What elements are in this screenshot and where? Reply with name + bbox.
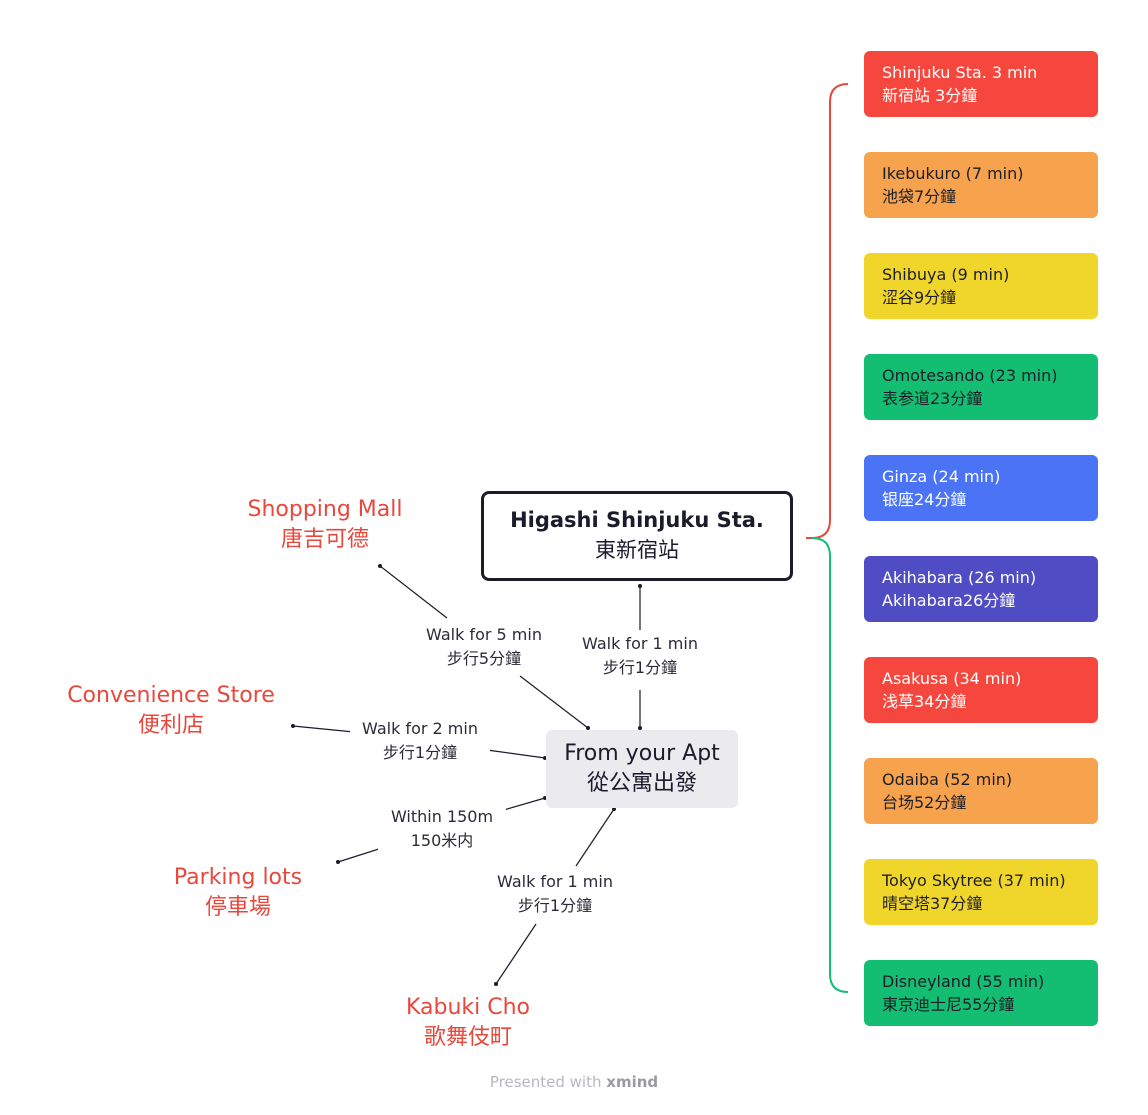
station-card-ginza[interactable]: Ginza (24 min) 银座24分鐘 [864, 455, 1098, 521]
link-origin-to-mall-lower [519, 675, 590, 730]
station-name-zh: 池袋7分鐘 [882, 187, 957, 206]
destination-label: Shopping Mall [247, 497, 403, 522]
link-origin-to-parking-left [336, 847, 383, 864]
station-name-zh: 表参道23分鐘 [882, 389, 983, 408]
edge-label-subtext: 步行5分鐘 [446, 649, 522, 668]
destination-label: Parking lots [173, 865, 303, 890]
edge-label-to-mall: Walk for 5 min 步行5分鐘 [412, 623, 556, 671]
station-card-akihabara[interactable]: Akihabara (26 min) Akihabara26分鐘 [864, 556, 1098, 622]
station-name: Shinjuku Sta. 3 min [882, 63, 1038, 82]
destination-label: Kabuki Cho [405, 995, 531, 1020]
station-name: Ginza (24 min) [882, 467, 1001, 486]
station-name: Shibuya (9 min) [882, 265, 1010, 284]
station-name-zh: 新宿站 3分鐘 [882, 86, 978, 105]
bracket-lower [811, 537, 849, 993]
destination-kabuki-cho[interactable]: Kabuki Cho 歌舞伎町 [392, 993, 544, 1053]
edge-label-text: Within 150m [390, 807, 494, 826]
link-origin-to-kabuki-lower [494, 923, 537, 986]
bracket-upper [806, 83, 849, 539]
footer-brand: xmind [606, 1073, 659, 1091]
link-origin-to-store-right [486, 749, 547, 760]
station-name: Disneyland (55 min) [882, 972, 1045, 991]
link-origin-to-store-left [291, 724, 355, 733]
origin-subtitle: 從公寓出發 [586, 771, 697, 796]
edge-label-to-kabuki: Walk for 1 min 步行1分鐘 [486, 870, 624, 918]
link-origin-to-kabuki-upper [575, 807, 616, 867]
station-name: Tokyo Skytree (37 min) [882, 871, 1066, 890]
origin-topic-apartment[interactable]: From your Apt 從公寓出發 [546, 730, 738, 808]
edge-label-to-station: Walk for 1 min 步行1分鐘 [572, 632, 708, 680]
station-name-zh: 浅草34分鐘 [882, 692, 967, 711]
origin-title: From your Apt [564, 741, 720, 766]
station-name: Akihabara (26 min) [882, 568, 1037, 587]
station-card-shibuya[interactable]: Shibuya (9 min) 涩谷9分鐘 [864, 253, 1098, 319]
station-name: Ikebukuro (7 min) [882, 164, 1024, 183]
destination-parking-lots[interactable]: Parking lots 停車場 [160, 863, 316, 923]
edge-label-subtext: 步行1分鐘 [382, 743, 458, 762]
station-name-zh: 银座24分鐘 [882, 490, 967, 509]
central-topic-title: Higashi Shinjuku Sta. [510, 508, 764, 532]
footer-prefix: Presented with [489, 1073, 602, 1091]
station-name: Odaiba (52 min) [882, 770, 1013, 789]
link-origin-to-mall-upper [378, 564, 448, 619]
central-topic-subtitle: 東新宿站 [595, 538, 679, 562]
station-card-odaiba[interactable]: Odaiba (52 min) 台场52分鐘 [864, 758, 1098, 824]
station-name-zh: 涩谷9分鐘 [882, 288, 957, 307]
central-topic-higashi-shinjuku[interactable]: Higashi Shinjuku Sta. 東新宿站 [481, 491, 793, 581]
edge-label-text: Walk for 2 min [362, 719, 478, 738]
station-card-ikebukuro[interactable]: Ikebukuro (7 min) 池袋7分鐘 [864, 152, 1098, 218]
station-card-shinjuku[interactable]: Shinjuku Sta. 3 min 新宿站 3分鐘 [864, 51, 1098, 117]
station-card-disneyland[interactable]: Disneyland (55 min) 東京迪士尼55分鐘 [864, 960, 1098, 1026]
destination-sublabel: 歌舞伎町 [423, 1025, 512, 1050]
edge-label-subtext: 步行1分鐘 [602, 658, 678, 677]
edge-label-subtext: 步行1分鐘 [517, 896, 593, 915]
destination-sublabel: 便利店 [137, 713, 204, 738]
station-card-asakusa[interactable]: Asakusa (34 min) 浅草34分鐘 [864, 657, 1098, 723]
station-name-zh: 東京迪士尼55分鐘 [882, 995, 1015, 1014]
destination-sublabel: 唐吉可德 [280, 527, 369, 552]
station-name-zh: 晴空塔37分鐘 [882, 894, 983, 913]
edge-label-text: Walk for 5 min [426, 625, 542, 644]
station-name: Asakusa (34 min) [882, 669, 1022, 688]
edge-label-to-store: Walk for 2 min 步行1分鐘 [350, 717, 490, 765]
edge-label-text: Walk for 1 min [582, 634, 698, 653]
station-card-tokyo-skytree[interactable]: Tokyo Skytree (37 min) 晴空塔37分鐘 [864, 859, 1098, 925]
destination-shopping-mall[interactable]: Shopping Mall 唐吉可德 [232, 495, 418, 555]
destination-sublabel: 停車場 [204, 895, 271, 920]
footer-credit: Presented with xmind [0, 1073, 1148, 1091]
station-name: Omotesando (23 min) [882, 366, 1058, 385]
destination-convenience-store[interactable]: Convenience Store 便利店 [55, 681, 287, 741]
edge-label-text: Walk for 1 min [497, 872, 613, 891]
station-name-zh: Akihabara26分鐘 [882, 591, 1016, 610]
station-name-zh: 台场52分鐘 [882, 793, 967, 812]
station-card-omotesando[interactable]: Omotesando (23 min) 表参道23分鐘 [864, 354, 1098, 420]
edge-label-subtext: 150米内 [410, 831, 474, 850]
edge-label-to-parking: Within 150m 150米内 [378, 805, 506, 853]
destination-label: Convenience Store [67, 683, 275, 708]
